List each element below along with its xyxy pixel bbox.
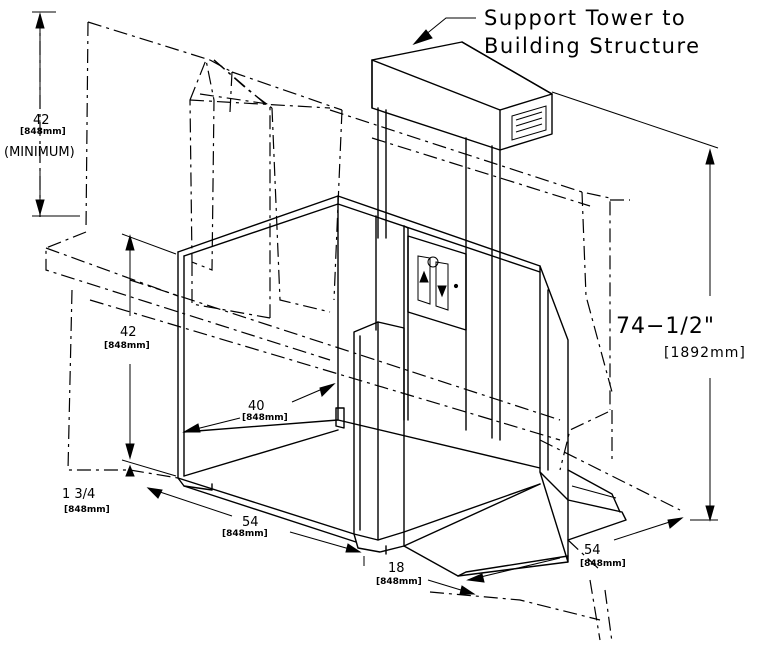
callout-line-1: Support Tower to (484, 6, 687, 30)
callout-line-2: Building Structure (484, 34, 701, 58)
gate-height-value: 42 (120, 325, 137, 340)
platform-length-metric: [848mm] (222, 529, 268, 539)
tower-post (353, 321, 405, 555)
travel-height-metric: [1892mm] (664, 345, 746, 361)
dimension-lines (32, 11, 719, 595)
travel-height-value: 74−1/2" (616, 314, 715, 339)
platform-width-value: 40 (248, 399, 265, 414)
upper-landing-slab (89, 109, 630, 471)
support-tower-header (371, 41, 553, 151)
upper-gate-panels (189, 57, 331, 319)
top-height-note: (MINIMUM) (4, 145, 75, 160)
top-height-value: 42 (33, 113, 50, 128)
platform-floor (177, 407, 541, 543)
right-gate-and-ramp (403, 265, 627, 577)
lower-landing-phantom (129, 410, 681, 643)
tower-depth-value: 18 (388, 561, 405, 576)
ramp-length-value: 54 (584, 543, 601, 558)
tower-columns (377, 107, 501, 441)
platform-length-value: 54 (242, 515, 259, 530)
upper-landing-outline (39, 14, 343, 471)
top-height-metric: [848mm] (20, 127, 66, 137)
platform-walls (177, 195, 541, 479)
control-panel (407, 235, 467, 331)
platform-width-metric: [848mm] (242, 413, 288, 423)
tower-depth-metric: [848mm] (376, 577, 422, 587)
platform-recess-value: 1 3/4 (62, 487, 96, 502)
ramp-length-metric: [848mm] (580, 559, 626, 569)
gate-height-metric: [848mm] (104, 341, 150, 351)
platform-recess-metric: [848mm] (64, 505, 110, 515)
